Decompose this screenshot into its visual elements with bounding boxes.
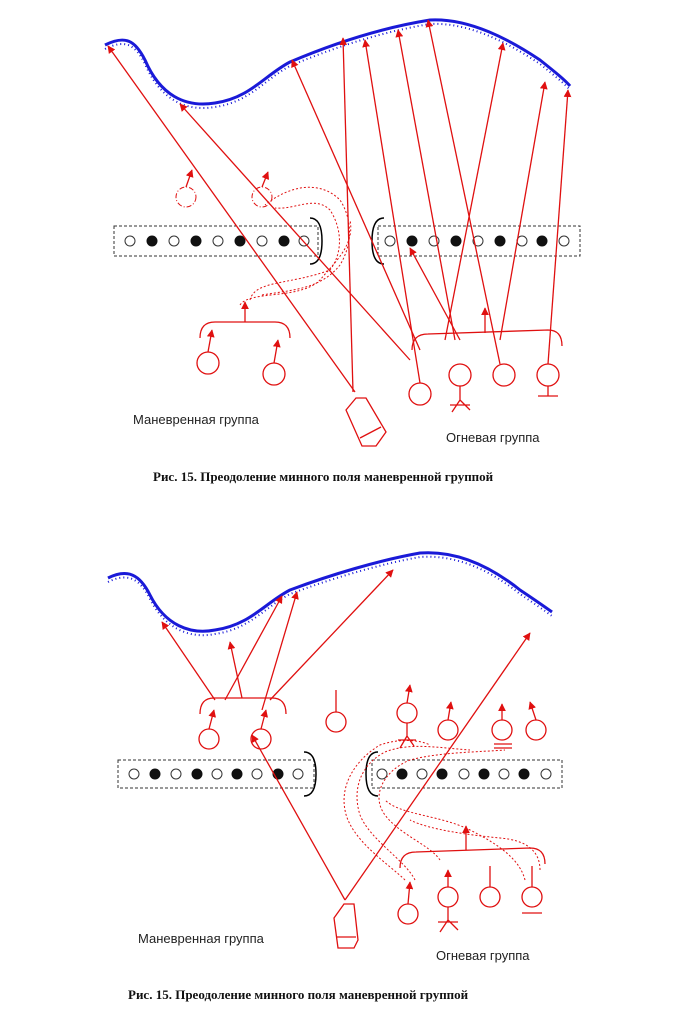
enemy-position-line-1 [104,18,572,106]
figure-1: Маневренная группа Огневая группа Рис. 1… [104,18,581,484]
mine-belt-left-1 [113,225,319,257]
fire-group-label-1: Огневая группа [446,430,540,445]
figure-caption-1: Рис. 15. Преодоление минного поля маневр… [153,469,494,484]
mine-belt-left-2 [117,759,315,789]
enemy-position-line-2 [107,551,553,633]
maneuver-group-label-1: Маневренная группа [133,412,260,427]
mine-belt-right-2 [371,759,563,789]
maneuver-group-label-2: Маневренная группа [138,931,265,946]
mine-belt-right-1 [377,225,581,257]
figure-2: Маневренная группа Огневая группа Рис. 1… [107,551,563,1002]
fire-group-label-2: Огневая группа [436,948,530,963]
figure-caption-2: Рис. 15. Преодоление минного поля маневр… [128,987,469,1002]
